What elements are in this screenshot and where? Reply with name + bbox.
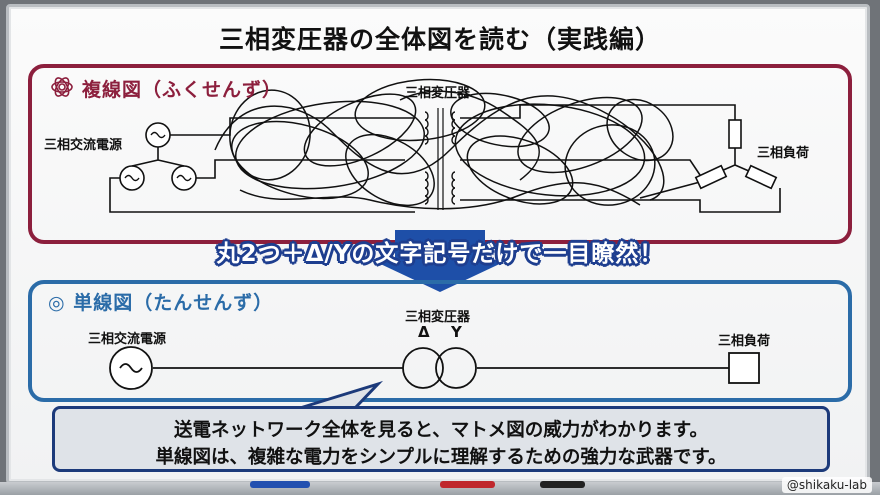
transformer-primary-circle [402,347,444,389]
simple-transformer-label: 三相変圧器 [405,310,471,325]
watermark: @shikaku-lab [781,477,872,493]
single-line-diagram [109,346,760,390]
load-resistors-complex [694,119,778,190]
marker-red [440,481,495,488]
marker-tray [0,482,880,495]
wye-label: Y [451,323,462,341]
complex-wiring [109,104,781,213]
marker-black [540,481,585,488]
tangled-scribbles [214,78,674,210]
page-title: 三相変圧器の全体図を読む（実践編） [218,25,661,54]
callout-line-1: 送電ネットワーク全体を見ると、マトメ図の威力がわかります。 [174,420,708,441]
transition-arrow [372,230,508,292]
simple-load-label: 三相負荷 [718,334,771,349]
summary-callout: 送電ネットワーク全体を見ると、マトメ図の威力がわかります。 単線図は、複雑な電力… [52,406,830,472]
complex-source-label: 三相交流電源 [44,138,123,153]
delta-label: Δ [418,323,430,341]
transformer-secondary-circle [435,347,477,389]
tangle-icon [51,77,73,97]
key-message-banner: 丸2つ＋Δ/Yの文字記号だけで一目瞭然！ [216,241,664,267]
complex-load-label: 三相負荷 [757,146,810,161]
complex-transformer-label: 三相変圧器 [405,86,471,101]
single-line-heading: ◎ 単線図（たんせんず） [48,292,274,314]
bottom-section-frame [28,280,852,402]
callout-line-2: 単線図は、複雑な電力をシンプルに理解するための強力な武器です。 [155,447,727,468]
marker-blue [250,481,310,488]
complex-diagram-heading: 複線図（ふくせんず） [82,79,283,101]
callout-tail [299,380,384,410]
simple-source-label: 三相交流電源 [88,332,167,347]
load-symbol-simple [728,352,760,384]
